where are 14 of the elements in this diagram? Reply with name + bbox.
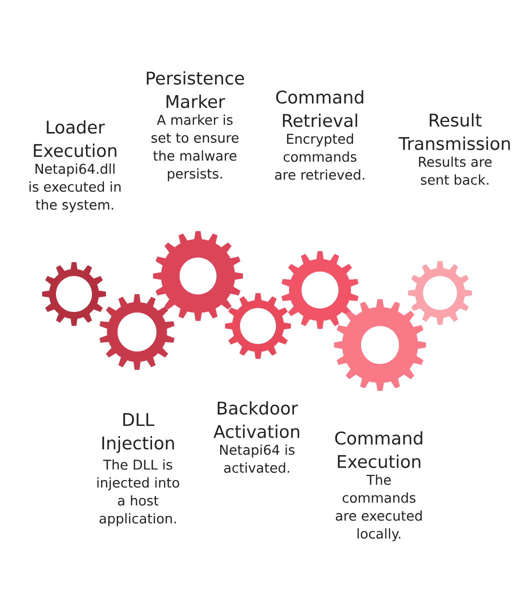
heading: Backdoor Activation: [214, 401, 300, 438]
heading: Persistence Marker: [146, 71, 244, 108]
heading: Command Retrieval: [276, 90, 364, 128]
description: The DLL is injected into a host application.: [97, 459, 180, 526]
description: Netapi64.dll is executed in the system.: [30, 164, 121, 212]
description: Encrypted commands are retrieved.: [275, 134, 364, 180]
description: Results are sent back.: [419, 156, 492, 185]
description: A marker is set to ensure the malware persists.: [152, 114, 238, 182]
heading: Loader Execution: [34, 120, 116, 158]
heading: Command Execution: [335, 431, 422, 468]
description: Netapi64 is activated.: [220, 444, 294, 473]
heading: DLL Injection: [102, 413, 174, 453]
heading: Result Transmission: [398, 113, 510, 150]
description: The commands are executed locally.: [336, 474, 422, 542]
